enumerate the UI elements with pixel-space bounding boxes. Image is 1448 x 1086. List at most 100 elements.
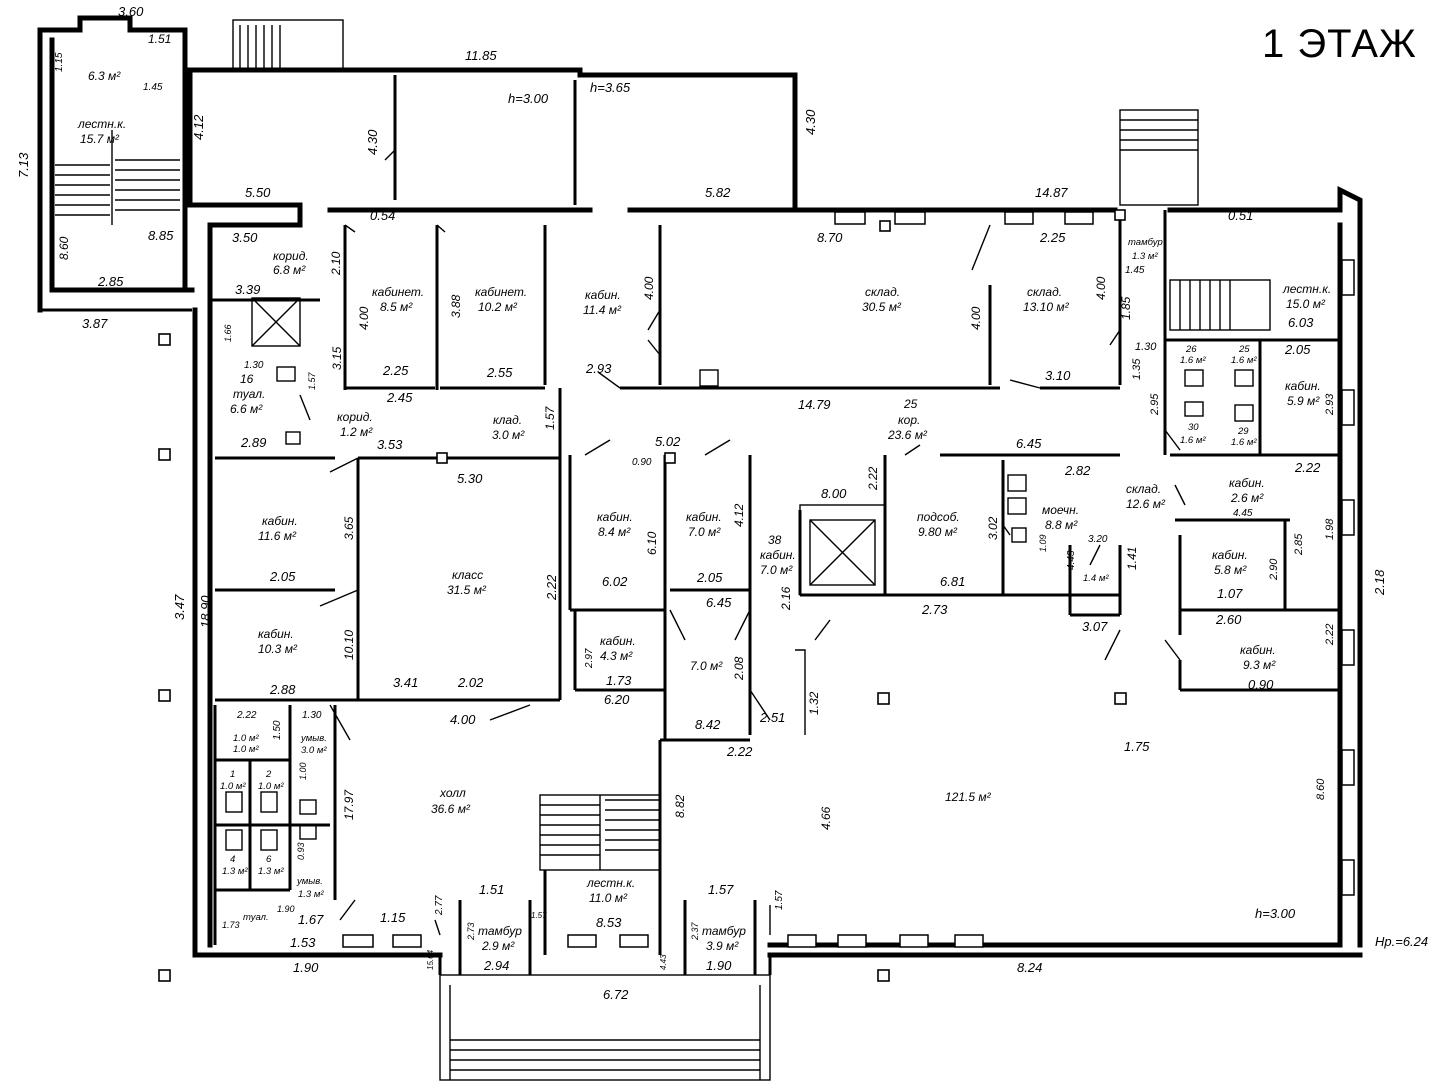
- room-name: кабин.: [262, 514, 298, 528]
- dimension-label: 5.30: [457, 471, 483, 486]
- dimension-label: 3.87: [82, 316, 108, 331]
- dimension-label: 0.90: [1248, 677, 1274, 692]
- room-area: 9.80 м²: [918, 525, 958, 539]
- room-area: 2.6 м²: [1230, 491, 1264, 505]
- dimension-label: 1.57: [307, 371, 317, 390]
- dimension-label: 4.12: [191, 114, 206, 140]
- room-area: 2.9 м²: [481, 939, 515, 953]
- height-3: h=3.00: [1255, 906, 1296, 921]
- outer-walls: [37, 15, 1363, 1081]
- small-label: 29: [1237, 426, 1249, 437]
- dimension-label: 1.57: [543, 405, 557, 430]
- dimension-label: 1.57: [531, 911, 547, 920]
- dimension-label: 2.22: [726, 744, 753, 759]
- room-area: 8.5 м²: [380, 300, 413, 314]
- room-area: 1.3 м²: [1132, 251, 1158, 262]
- dimension-label: 2.85: [97, 274, 124, 289]
- room-name: тамбур: [1128, 237, 1163, 248]
- dimension-label: 2.82: [1064, 463, 1091, 478]
- room-name: склад.: [1126, 482, 1161, 496]
- small-label: 25: [1238, 344, 1250, 355]
- dimension-label: 2.25: [1039, 230, 1066, 245]
- hr-note: Нр.=6.24: [1375, 934, 1428, 949]
- dimension-label: 2.05: [696, 570, 723, 585]
- dimension-label: 1.00: [298, 762, 308, 780]
- room-area: 6.6 м²: [230, 402, 263, 416]
- dimension-label: 8.60: [1315, 778, 1327, 800]
- dimension-label: 1.67: [298, 912, 324, 927]
- dimension-label: 1.15: [54, 52, 65, 72]
- small-label: 1.0 м²: [233, 744, 259, 755]
- room-name: лестн.к.: [586, 876, 635, 890]
- dimension-label: 2.18: [1372, 569, 1387, 596]
- small-label: 2: [265, 769, 272, 780]
- small-label: 1.0 м²: [233, 733, 259, 744]
- dimension-label: 5.82: [705, 185, 731, 200]
- room-name: корид.: [273, 249, 309, 263]
- dimension-label: 1.90: [293, 960, 319, 975]
- room-area: 1.2 м²: [340, 425, 373, 439]
- room-name: кабин.: [1212, 548, 1248, 562]
- room-name: лестн.к.: [77, 117, 126, 131]
- room-area: 7.0 м²: [690, 659, 723, 673]
- dimension-label: 1.57: [774, 890, 785, 910]
- dimension-label: 1.15: [380, 910, 406, 925]
- dimension-label: 1.30: [1135, 341, 1157, 353]
- room-name: кабин.: [258, 627, 294, 641]
- room-name: кабин.: [585, 288, 621, 302]
- dimension-label: 3.15: [330, 346, 344, 370]
- dimension-label: 2.94: [483, 958, 509, 973]
- dimension-label: 3.02: [986, 516, 1000, 540]
- dimension-label: 2.22: [866, 466, 880, 491]
- room-name: туал.: [233, 387, 265, 401]
- dimension-label: 2.93: [1324, 393, 1336, 416]
- room-name: кабин.: [600, 634, 636, 648]
- room-area: 8.4 м²: [598, 525, 631, 539]
- room-name: кабин.: [1285, 379, 1321, 393]
- dimension-label: 11.85: [465, 48, 497, 63]
- dimension-label: 2.10: [329, 251, 343, 276]
- dimension-label: 8.42: [695, 717, 721, 732]
- dimension-label: 4.43: [659, 954, 668, 970]
- dimension-label: 1.73: [606, 673, 632, 688]
- dimension-label: 2.05: [1284, 342, 1311, 357]
- room-number: 16: [240, 372, 254, 386]
- room-name: умыв.: [300, 733, 327, 744]
- dimension-label: 2.93: [585, 361, 612, 376]
- dimension-label: 14.87: [1035, 185, 1068, 200]
- dimension-label: 2.05: [269, 569, 296, 584]
- room-area: 30.5 м²: [862, 300, 902, 314]
- dimension-label: 4.00: [450, 712, 476, 727]
- small-label: 1.6 м²: [1180, 435, 1206, 446]
- room-area: 3.0 м²: [301, 745, 327, 756]
- small-label: 1.0 м²: [220, 781, 246, 792]
- dimension-label: 1.53: [290, 935, 316, 950]
- room-area: 15.7 м²: [80, 132, 120, 146]
- dimension-label: 6.02: [602, 574, 628, 589]
- room-area: 5.9 м²: [1287, 394, 1320, 408]
- interior-walls: [210, 210, 1340, 975]
- dimension-label: 8.00: [821, 486, 847, 501]
- room-area: 6.8 м²: [273, 263, 306, 277]
- dimension-label: 3.47: [172, 594, 187, 620]
- dimension-label: 1.45: [1125, 265, 1145, 276]
- dimension-label: 18.90: [198, 595, 213, 628]
- dimension-label: 2.73: [466, 922, 476, 941]
- dimension-label: 1.85: [1119, 296, 1133, 320]
- room-name: холл: [439, 786, 466, 800]
- dimension-label: 2.37: [690, 921, 700, 941]
- dimension-label: 8.70: [817, 230, 843, 245]
- dimension-label: 2.22: [1324, 624, 1336, 646]
- dimension-label: 10.10: [342, 630, 356, 660]
- room-area: 13.10 м²: [1023, 300, 1070, 314]
- small-label: 30: [1188, 422, 1199, 433]
- dimension-label: 1.90: [706, 958, 732, 973]
- room-name: класс: [452, 568, 483, 582]
- dimension-label: 3.88: [449, 294, 463, 318]
- dimension-label: 4.00: [1094, 276, 1108, 300]
- room-area: 3.0 м²: [492, 428, 525, 442]
- room-area: 9.3 м²: [1243, 658, 1276, 672]
- dimension-label: 3.07: [1082, 619, 1108, 634]
- dimension-label: 6.45: [706, 595, 732, 610]
